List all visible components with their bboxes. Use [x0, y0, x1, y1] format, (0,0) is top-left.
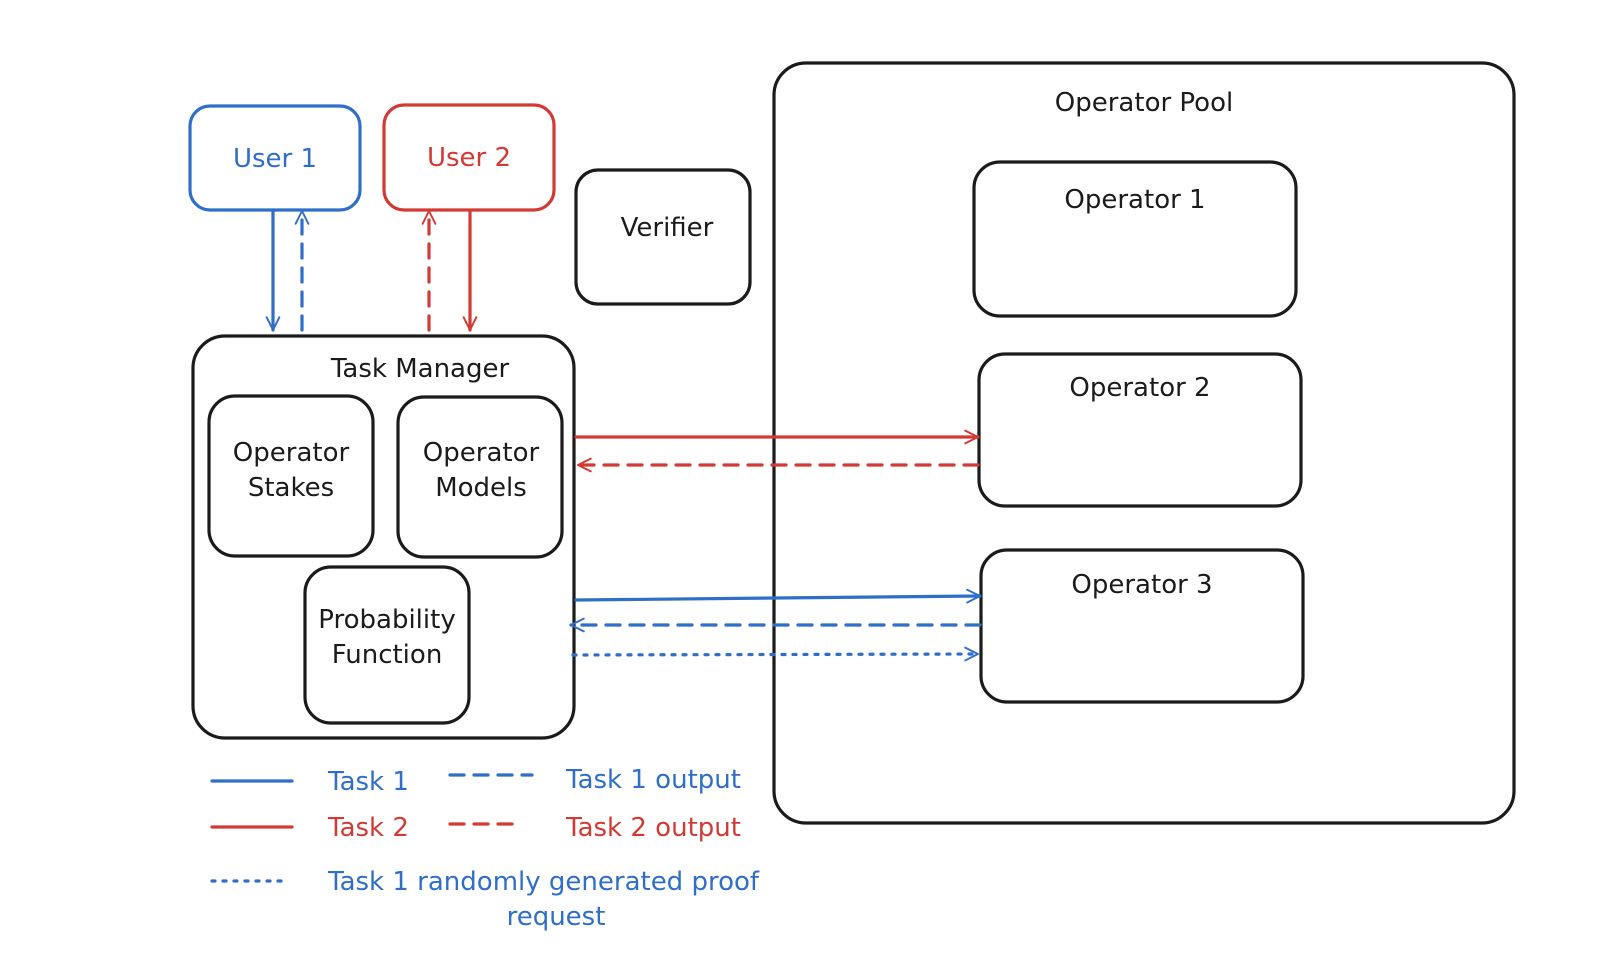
operator-3-node: Operator 3 [979, 548, 1305, 704]
user-2-node: User 2 [382, 103, 556, 212]
legend: Task 1 Task 1 output Task 2 Task 2 outpu… [210, 765, 760, 932]
probability-function-label-line1: Probability [318, 605, 455, 635]
operator-2-label: Operator 2 [1069, 373, 1210, 403]
operator-1-label: Operator 1 [1064, 185, 1205, 215]
operator-pool-label: Operator Pool [1055, 88, 1233, 118]
operator-2-node: Operator 2 [977, 352, 1303, 508]
task-manager-label: Task Manager [330, 354, 510, 384]
operator-models-node: Operator Models [396, 395, 564, 559]
operator-3-label: Operator 3 [1071, 570, 1212, 600]
probability-function-node: Probability Function [303, 565, 471, 725]
proof-request-arrow [571, 646, 980, 662]
user-1-label: User 1 [233, 144, 317, 174]
legend-task-1-output-label: Task 1 output [565, 765, 741, 795]
operator-models-label-line1: Operator [423, 438, 540, 468]
operator-models-label-line2: Models [435, 473, 527, 503]
legend-task-1-label: Task 1 [327, 767, 409, 797]
user-2-label: User 2 [427, 143, 511, 173]
legend-proof-request-label-line1: Task 1 randomly generated proof [327, 867, 760, 897]
legend-task-2-output-label: Task 2 output [565, 813, 741, 843]
task-1-to-operator-3-arrow [574, 588, 982, 604]
user-1-node: User 1 [188, 104, 362, 212]
operator-stakes-node: Operator Stakes [207, 394, 375, 558]
legend-proof-request-label-line2: request [507, 902, 606, 932]
operator-stakes-label-line1: Operator [233, 438, 350, 468]
verifier-node: Verifier [574, 168, 752, 306]
operator-stakes-label-line2: Stakes [248, 473, 334, 503]
verifier-label: Verifier [621, 213, 714, 243]
probability-function-label-line2: Function [332, 640, 443, 670]
legend-task-2-label: Task 2 [327, 813, 409, 843]
operator-1-node: Operator 1 [972, 160, 1298, 318]
